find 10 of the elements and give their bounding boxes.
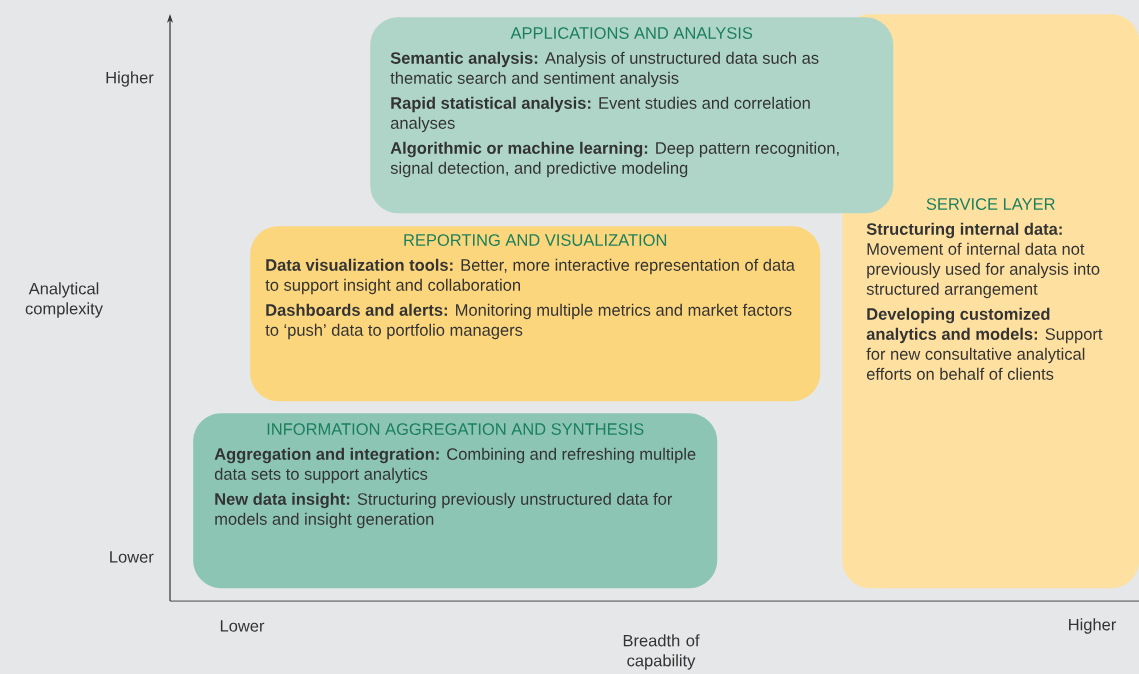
axis-title: Analytical complexity [25,282,103,318]
axis-label: Higher [106,71,154,87]
category-box: APPLICATIONS AND ANALYSIS Semantic analysis: Analysis of unstructured data such as thematic search and sentiment analysis Rapid statistical analysis: Event studies and correlation analyses Algorithmic or machine learning: Deep pattern recognition, signal detection, and predictive modeling [370,17,894,214]
axis-label: Higher [1069,618,1117,634]
axis-title: Breadth of capability [623,634,700,670]
category-box: INFORMATION AGGREGATION AND SYNTHESIS Aggregation and integration: Combining and refreshing multiple data sets to support analytics New data insight: Structuring previously unstructured data for models and insight generation [193,413,718,589]
axis-label: Lower [220,620,265,632]
category-box: REPORTING AND VISUALIZATION Data visualization tools: Better, more interactive representation of data to support insight and collaboration Dashboards and alerts: Monitoring multiple metrics and market factors to ‘push’ data to portfolio managers [250,226,821,402]
category-box: SERVICE LAYER Structuring internal data: Movement of internal data not previously used for analysis into structured arrangement Developing customized analytics and models: Support for new consultative analytical efforts on behalf of clients [842,14,1139,589]
axis-label: Lower [110,551,154,563]
